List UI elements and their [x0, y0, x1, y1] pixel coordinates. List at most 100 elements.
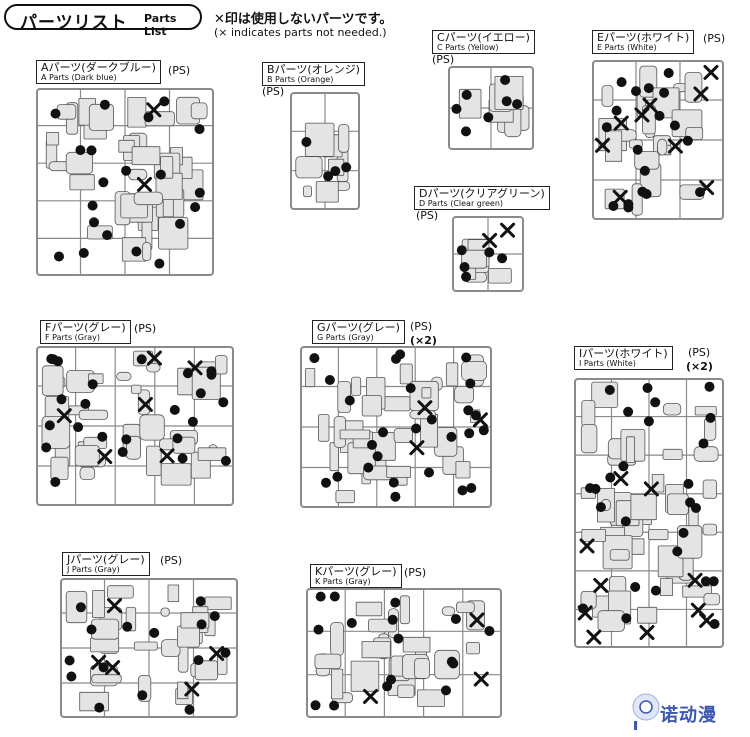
- part-shape: [78, 409, 108, 420]
- part-shape: [660, 578, 673, 597]
- runner-A-drawing: [36, 88, 214, 276]
- part-number-badge: [155, 169, 166, 180]
- runner-a: [36, 88, 214, 276]
- part-shape: [146, 445, 162, 476]
- part-number-badge: [193, 655, 204, 666]
- part-shape: [445, 362, 459, 387]
- part-shape: [74, 445, 100, 467]
- part-shape: [330, 668, 344, 700]
- part-number-badge: [461, 126, 471, 137]
- part-shape: [118, 139, 135, 153]
- not-needed-cross-icon: [687, 572, 703, 588]
- part-number-badge: [424, 467, 434, 478]
- runner-frame: [452, 216, 524, 292]
- part-number-badge: [86, 624, 97, 635]
- part-shape: [339, 429, 371, 440]
- part-number-badge: [642, 383, 653, 393]
- part-shape: [131, 146, 161, 166]
- runner-i-ps: (PS): [688, 346, 711, 359]
- part-shape: [90, 637, 120, 653]
- part-number-badge: [89, 217, 99, 228]
- part-number-badge: [650, 397, 661, 408]
- part-number-badge: [190, 202, 201, 213]
- part-number-badge: [387, 614, 398, 625]
- part-number-badge: [310, 700, 321, 711]
- not-needed-cross-icon: [105, 660, 121, 676]
- runner-k-label: Kパーツ(グレー) K Parts (Gray): [310, 564, 402, 588]
- watermark: 诺动漫: [630, 691, 740, 731]
- part-number-badge: [346, 618, 357, 628]
- not-needed-cross-icon: [699, 180, 715, 196]
- runner-frame: [36, 346, 234, 506]
- part-number-badge: [659, 87, 670, 98]
- part-number-badge: [87, 379, 98, 390]
- runner-k-ps: (PS): [404, 566, 427, 579]
- part-number-badge: [323, 171, 334, 182]
- part-number-badge: [405, 383, 416, 394]
- part-number-badge: [643, 83, 654, 94]
- part-number-badge: [332, 471, 343, 482]
- part-number-badge: [672, 546, 683, 557]
- runner-C-drawing: [448, 66, 534, 150]
- runner-frame: [60, 578, 238, 718]
- not-needed-cross-icon: [639, 625, 655, 641]
- part-shape: [315, 181, 339, 203]
- part-shape: [41, 365, 64, 396]
- runner-frame: [36, 88, 214, 276]
- part-shape: [453, 385, 474, 404]
- not-needed-cross-icon: [56, 408, 72, 424]
- runner-e-ps: (PS): [703, 32, 726, 45]
- part-number-badge: [682, 135, 693, 146]
- not-needed-cross-icon: [137, 396, 153, 412]
- part-shape: [133, 641, 158, 651]
- part-shape: [127, 96, 147, 128]
- part-shape: [399, 363, 413, 385]
- part-shape: [591, 381, 619, 408]
- part-shape: [455, 461, 471, 479]
- runner-K-drawing: [306, 588, 502, 718]
- runner-E-drawing: [592, 60, 724, 220]
- part-number-badge: [169, 404, 180, 415]
- part-number-badge: [341, 162, 352, 173]
- not-needed-cross-icon: [579, 538, 595, 554]
- runner-frame: [448, 66, 534, 150]
- part-number-badge: [465, 378, 476, 389]
- part-number-badge: [708, 576, 719, 587]
- runner-a-ps: (PS): [168, 64, 191, 77]
- part-number-badge: [321, 477, 331, 488]
- part-shape: [91, 674, 122, 684]
- runner-c-ps: (PS): [432, 53, 455, 66]
- part-number-badge: [344, 395, 355, 406]
- runner-D-drawing: [452, 216, 524, 292]
- part-number-badge: [441, 685, 451, 696]
- part-number-badge: [94, 702, 105, 713]
- part-number-badge: [683, 478, 694, 489]
- part-number-badge: [301, 137, 312, 147]
- runner-c-label: Cパーツ(イエロー) C Parts (Yellow): [432, 30, 535, 54]
- part-shape: [648, 528, 669, 541]
- part-shape: [693, 446, 719, 462]
- part-shape: [703, 592, 721, 606]
- part-shape: [361, 395, 382, 417]
- part-number-badge: [616, 77, 627, 88]
- part-shape: [161, 639, 181, 657]
- part-number-badge: [172, 433, 183, 444]
- part-shape: [386, 465, 411, 478]
- part-shape: [702, 523, 718, 536]
- part-number-badge: [678, 527, 689, 538]
- runner-frame: [592, 60, 724, 220]
- not-needed-cross-icon: [159, 448, 175, 464]
- not-needed-cross-icon: [146, 102, 162, 118]
- part-number-badge: [466, 483, 477, 493]
- part-number-badge: [46, 353, 57, 364]
- part-shape: [116, 371, 132, 381]
- part-number-badge: [382, 681, 393, 692]
- runner-b-label: Bパーツ(オレンジ) B Parts (Orange): [262, 62, 365, 86]
- part-number-badge: [459, 262, 470, 272]
- part-shape: [160, 463, 192, 486]
- part-number-badge: [50, 477, 61, 487]
- part-number-badge: [209, 611, 220, 622]
- part-number-badge: [618, 461, 629, 472]
- part-shape: [305, 367, 316, 388]
